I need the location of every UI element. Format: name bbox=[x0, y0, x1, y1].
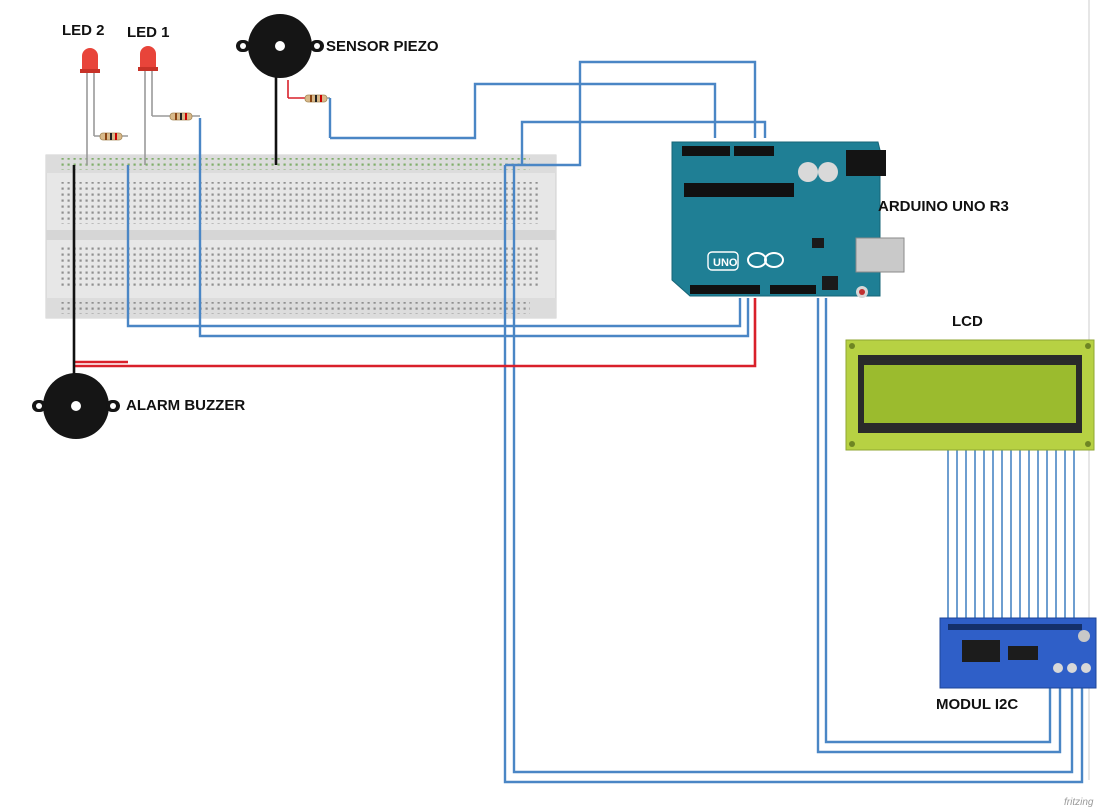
alarm-buzzer-icon bbox=[32, 373, 120, 439]
red-wires bbox=[74, 298, 757, 368]
arduino-board: UNO bbox=[671, 141, 905, 298]
fritzing-watermark: fritzing bbox=[1064, 797, 1094, 808]
lcd-label: LCD bbox=[952, 313, 983, 330]
i2c-label: MODUL I2C bbox=[936, 696, 1019, 713]
lcd-ribbon bbox=[947, 450, 1075, 622]
arduino-label: ARDUINO UNO R3 bbox=[878, 198, 1009, 215]
resistor-icon bbox=[169, 112, 193, 121]
resistor-icon bbox=[99, 132, 123, 141]
blue-wires bbox=[126, 60, 1084, 784]
lcd-module bbox=[845, 339, 1095, 451]
i2c-module bbox=[939, 617, 1097, 689]
led-2-label: LED 2 bbox=[62, 22, 105, 39]
board-logo: UNO bbox=[713, 257, 738, 269]
led-2-icon bbox=[80, 48, 128, 165]
alarm-buzzer-label: ALARM BUZZER bbox=[126, 397, 246, 414]
resistor-icon bbox=[287, 80, 332, 138]
breadboard bbox=[45, 154, 557, 319]
piezo-sensor-icon bbox=[236, 14, 324, 78]
sensor-piezo-label: SENSOR PIEZO bbox=[326, 38, 439, 55]
led-1-icon bbox=[138, 46, 200, 165]
led-1-label: LED 1 bbox=[127, 24, 170, 41]
black-wires bbox=[72, 62, 278, 390]
